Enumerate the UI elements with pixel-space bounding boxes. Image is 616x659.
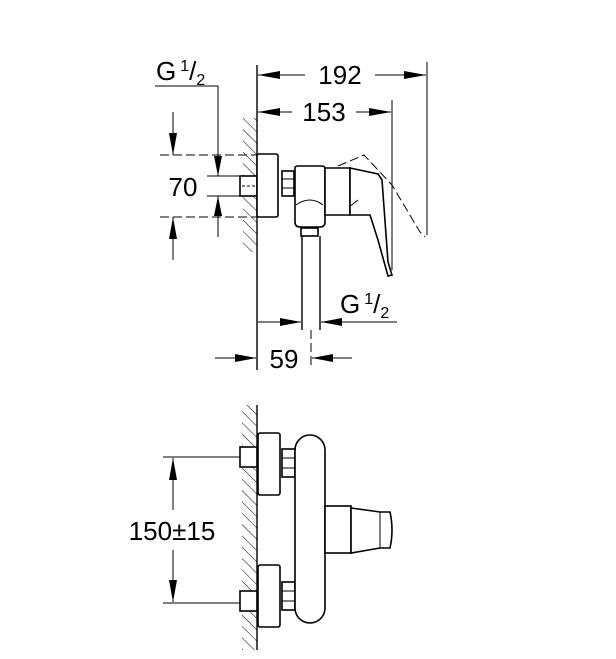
dimension-label: 59 (270, 344, 299, 374)
inlet-connector-top (239, 446, 258, 468)
outlet-connector (300, 227, 319, 237)
escutcheon-top (257, 432, 281, 496)
dimension-label: 153 (302, 97, 345, 127)
nut (281, 170, 295, 197)
dimension-150: 150±15 (129, 456, 240, 604)
dimension-label: 192 (318, 60, 361, 90)
front-view (239, 405, 393, 650)
dimension-70: 70 (160, 112, 257, 260)
cartridge (324, 505, 352, 554)
nut-top (281, 448, 296, 478)
dimension-192: 192 (258, 60, 428, 235)
lever (349, 167, 394, 277)
nut-bottom (281, 581, 296, 611)
lever (350, 507, 393, 554)
dimension-label: 150±15 (129, 516, 216, 546)
mixer-body (294, 165, 326, 228)
inlet-connector-bottom (239, 590, 258, 612)
side-view (239, 65, 426, 370)
wall-hatching (242, 405, 257, 650)
dimension-153: 153 (258, 97, 393, 270)
dimension-label: 70 (169, 172, 198, 202)
cartridge (324, 167, 351, 216)
escutcheon-bottom (257, 564, 281, 628)
escutcheon (256, 153, 279, 218)
mixer-body (294, 434, 326, 624)
dimension-59: 59 (215, 330, 352, 374)
